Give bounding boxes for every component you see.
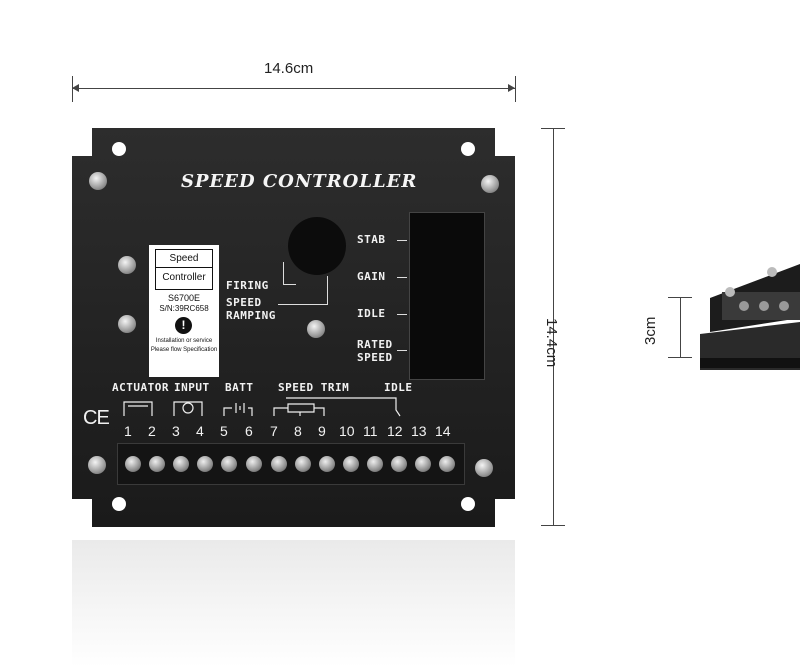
depth-dimension-line xyxy=(680,297,681,357)
batt-label: BATT xyxy=(225,381,254,394)
speed-ramping-label-1: SPEED xyxy=(226,296,262,309)
mounting-hole-icon xyxy=(461,142,475,156)
batt-symbol xyxy=(223,403,253,416)
height-label: 14.4cm xyxy=(543,318,560,368)
side-view-device xyxy=(700,262,800,370)
terminal-screw-7[interactable] xyxy=(271,456,287,472)
width-dim-arrow-right xyxy=(508,84,515,92)
terminal-number-4: 4 xyxy=(196,423,204,439)
terminal-number-2: 2 xyxy=(148,423,156,439)
sticker-model: S6700E xyxy=(167,293,201,303)
gain-tick xyxy=(397,277,407,278)
panel-title: SPEED CONTROLLER xyxy=(181,171,418,192)
sticker-note-1: Installation or service xyxy=(155,338,213,344)
terminal-number-1: 1 xyxy=(124,423,132,439)
terminal-number-7: 7 xyxy=(270,423,278,439)
terminal-number-5: 5 xyxy=(220,423,228,439)
terminal-number-6: 6 xyxy=(245,423,253,439)
ce-mark-icon: CE xyxy=(83,407,110,429)
terminal-symbols xyxy=(123,397,401,417)
terminal-screw-4[interactable] xyxy=(197,456,213,472)
terminal-screw-5[interactable] xyxy=(221,456,237,472)
rated-label: RATED xyxy=(357,338,393,351)
screw-icon xyxy=(118,315,136,333)
controller-panel xyxy=(72,128,515,527)
terminal-screw-1[interactable] xyxy=(125,456,141,472)
idle-label: IDLE xyxy=(384,381,413,394)
mounting-hole-icon xyxy=(112,497,126,511)
screw-icon xyxy=(89,172,107,190)
idle-pot-label: IDLE xyxy=(357,307,386,320)
stab-tick xyxy=(397,240,407,241)
terminal-screw-9[interactable] xyxy=(319,456,335,472)
warning-symbol: ! xyxy=(181,318,186,332)
depth-dim-tick-top xyxy=(668,297,692,298)
terminal-screw-11[interactable] xyxy=(367,456,383,472)
speed-ramping-label-2: RAMPING xyxy=(226,309,276,322)
ramping-connector-line xyxy=(278,276,328,305)
terminal-screw-3[interactable] xyxy=(173,456,189,472)
input-symbol xyxy=(173,401,203,416)
terminal-screw-8[interactable] xyxy=(295,456,311,472)
terminal-number-11: 11 xyxy=(363,423,378,439)
screw-icon xyxy=(88,456,106,474)
screw-icon xyxy=(475,459,493,477)
terminal-screw-13[interactable] xyxy=(415,456,431,472)
terminal-block xyxy=(117,443,465,485)
height-dim-tick-top xyxy=(541,128,565,129)
adjustment-window xyxy=(409,212,485,380)
width-dim-arrow-left xyxy=(72,84,79,92)
speed-trim-label: SPEED TRIM xyxy=(278,381,350,394)
screw-icon xyxy=(118,256,136,274)
terminal-screw-14[interactable] xyxy=(439,456,455,472)
terminal-screw-6[interactable] xyxy=(246,456,262,472)
input-label: INPUT xyxy=(174,381,210,394)
gain-label: GAIN xyxy=(357,270,386,283)
rated-speed-tick xyxy=(397,350,407,351)
terminal-number-10: 10 xyxy=(339,423,355,439)
side-view-shape xyxy=(700,264,800,370)
depth-dim-tick-bottom xyxy=(668,357,692,358)
idle-tick xyxy=(397,314,407,315)
terminal-number-14: 14 xyxy=(435,423,451,439)
terminal-number-3: 3 xyxy=(172,423,180,439)
sticker-line-2: Controller xyxy=(155,267,213,290)
stab-label: STAB xyxy=(357,233,386,246)
firing-connector-line xyxy=(283,262,296,285)
panel-shape xyxy=(72,128,515,527)
product-sticker: Speed Controller S6700E S/N:39RC658 ! In… xyxy=(149,245,219,377)
terminal-screw-10[interactable] xyxy=(343,456,359,472)
width-dimension-line xyxy=(72,88,515,89)
warning-icon: ! xyxy=(175,317,192,334)
sticker-note-2: Please flow Specification xyxy=(150,347,218,353)
depth-label: 3cm xyxy=(642,316,659,345)
terminal-number-13: 13 xyxy=(411,423,427,439)
height-dimension-line xyxy=(553,128,554,525)
rated-speed-label: SPEED xyxy=(357,351,393,364)
sticker-serial: S/N:39RC658 xyxy=(159,304,209,313)
speed-trim-symbol xyxy=(273,397,401,417)
terminal-screw-12[interactable] xyxy=(391,456,407,472)
width-label: 14.6cm xyxy=(264,60,314,77)
height-dim-tick-bottom xyxy=(541,525,565,526)
screw-icon xyxy=(307,320,325,338)
firing-label: FIRING xyxy=(226,279,269,292)
actuator-symbol xyxy=(123,401,153,416)
width-dim-tick-right xyxy=(515,76,516,102)
actuator-label: ACTUATOR xyxy=(112,381,169,394)
terminal-number-8: 8 xyxy=(294,423,302,439)
mounting-hole-icon xyxy=(461,497,475,511)
sticker-line-1: Speed xyxy=(155,249,213,267)
speed-ramping-pot[interactable] xyxy=(288,217,346,275)
terminal-screw-2[interactable] xyxy=(149,456,165,472)
panel-reflection xyxy=(72,540,515,667)
terminal-number-9: 9 xyxy=(318,423,326,439)
terminal-number-12: 12 xyxy=(387,423,403,439)
screw-icon xyxy=(481,175,499,193)
mounting-hole-icon xyxy=(112,142,126,156)
